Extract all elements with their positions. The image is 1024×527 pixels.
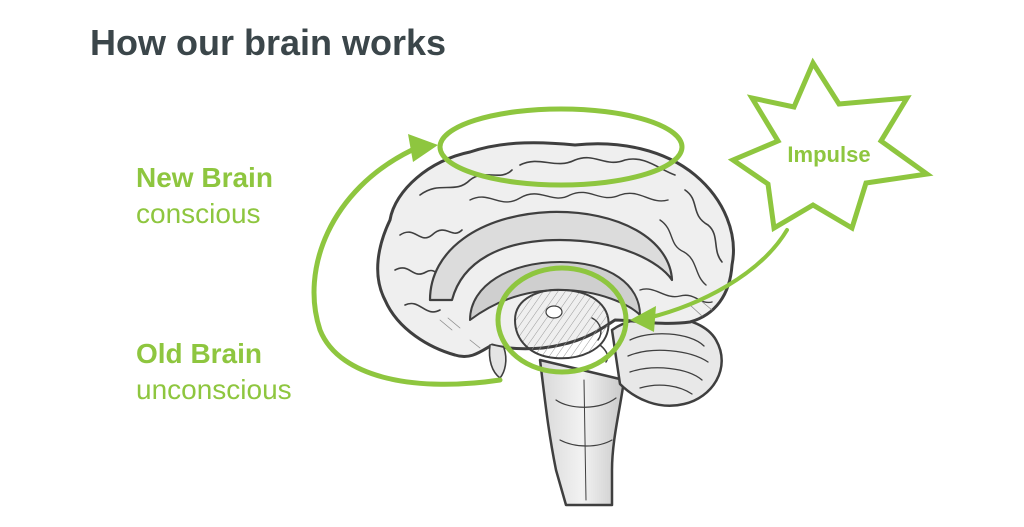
brainstem bbox=[538, 358, 626, 507]
new-brain-label: New Brain conscious bbox=[136, 160, 273, 232]
impulse-arrow bbox=[646, 228, 789, 320]
arrow-head bbox=[630, 306, 656, 332]
brain-sketch-illustration bbox=[376, 141, 735, 507]
cerebellum bbox=[610, 315, 723, 407]
corpus-callosum bbox=[428, 210, 674, 302]
loop-arrow bbox=[311, 147, 503, 387]
page-title: How our brain works bbox=[90, 22, 447, 63]
thalamus bbox=[514, 288, 610, 360]
arrow-head bbox=[408, 134, 438, 162]
old-brain-highlight bbox=[495, 265, 629, 375]
old-brain-subtitle: unconscious bbox=[136, 374, 292, 405]
old-brain-label: Old Brain unconscious bbox=[136, 336, 292, 408]
new-brain-subtitle: conscious bbox=[136, 198, 261, 229]
old-brain-title: Old Brain bbox=[136, 338, 263, 369]
new-brain-title: New Brain bbox=[136, 162, 273, 193]
star-burst-shape bbox=[727, 57, 934, 233]
impulse-label: Impulse bbox=[787, 142, 870, 167]
new-brain-highlight bbox=[437, 106, 685, 188]
annotation-layer bbox=[311, 106, 685, 387]
